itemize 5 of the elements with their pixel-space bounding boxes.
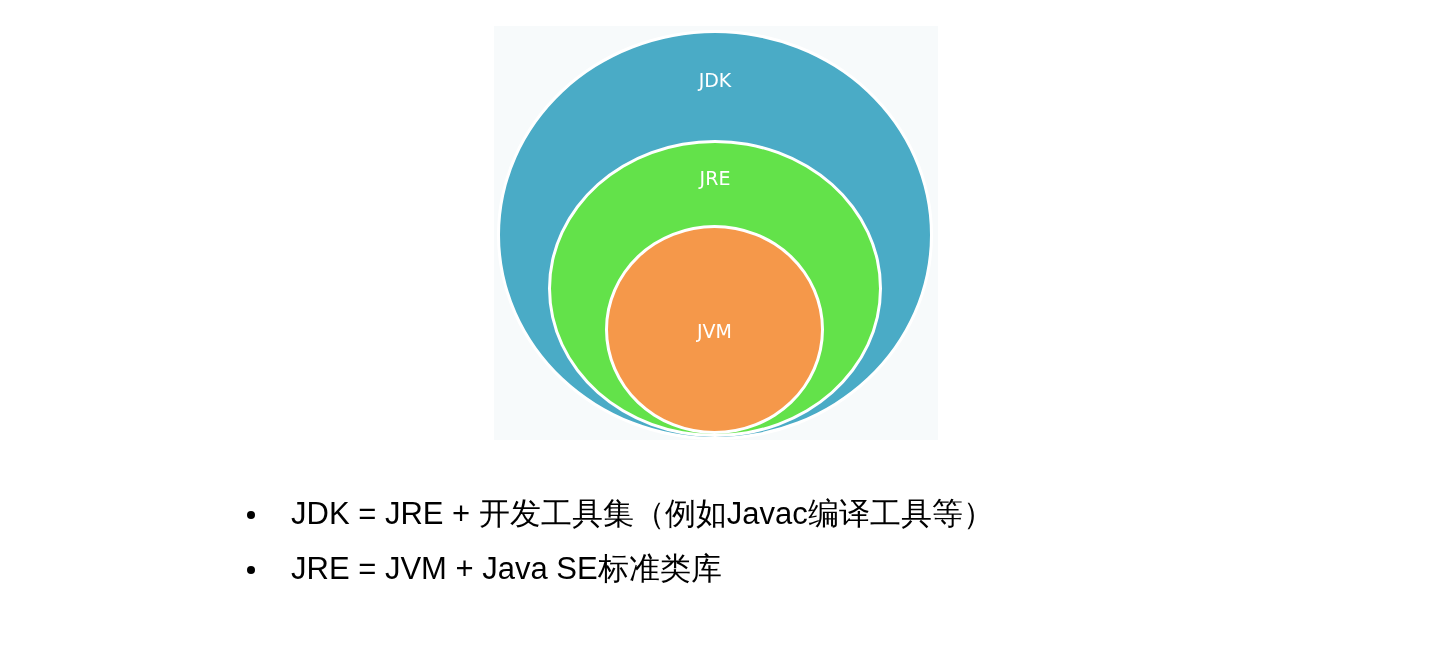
circle-label: JVM: [695, 320, 733, 342]
bullet-text: JRE = JVM + Java SE标准类库: [291, 550, 722, 588]
circle-label: JDK: [696, 69, 733, 91]
bullet-text: JDK = JRE + 开发工具集（例如Javac编译工具等）: [291, 495, 994, 533]
circle-label: JRE: [697, 167, 732, 189]
